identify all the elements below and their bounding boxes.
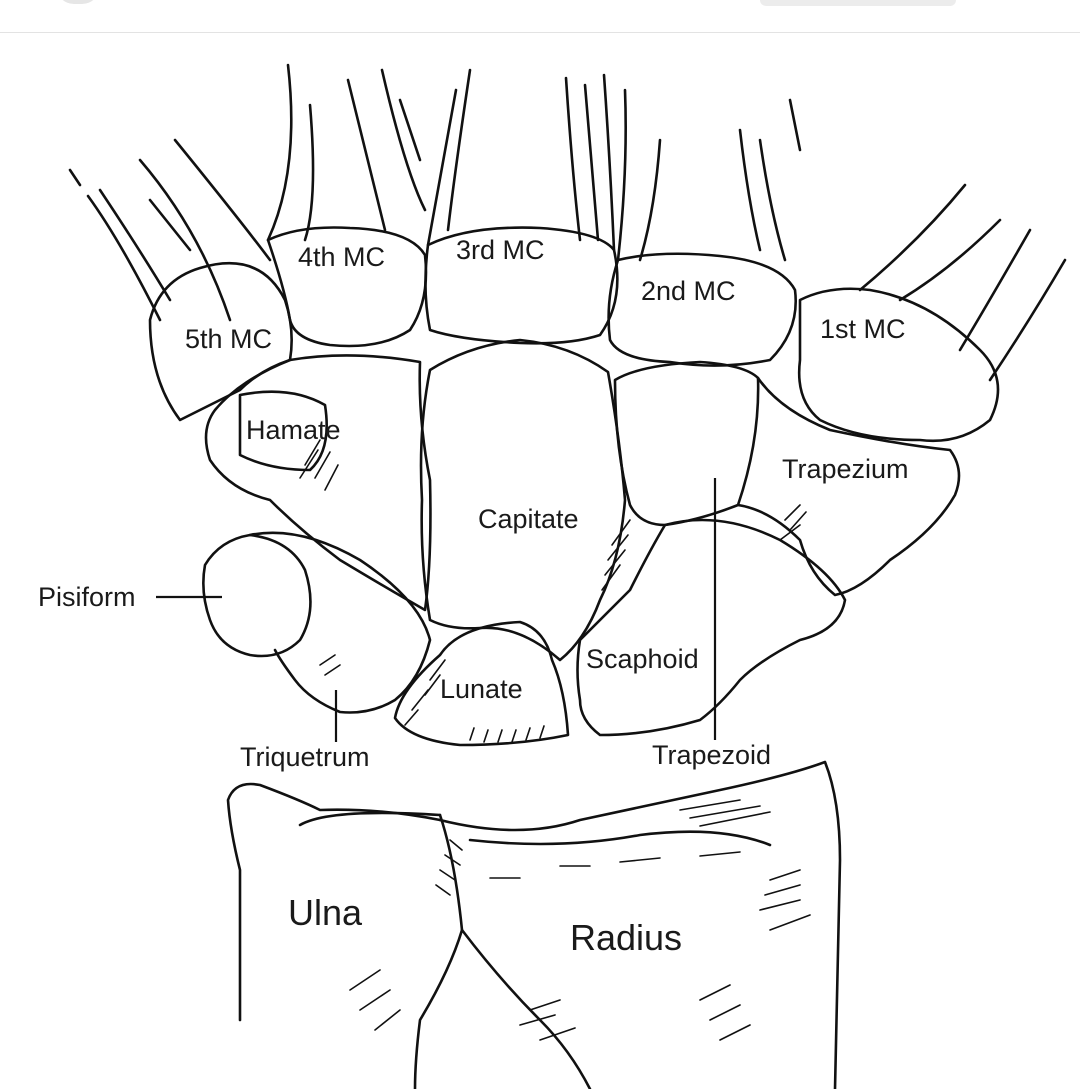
app-top-bar — [0, 0, 1080, 33]
label-radius: Radius — [570, 917, 682, 958]
label-5th-mc: 5th MC — [185, 324, 272, 354]
label-trapezium: Trapezium — [782, 454, 909, 484]
label-hamate: Hamate — [246, 415, 341, 445]
bone-labels: 4th MC 3rd MC 2nd MC 5th MC 1st MC Hamat… — [38, 235, 909, 958]
label-capitate: Capitate — [478, 504, 579, 534]
label-pisiform: Pisiform — [38, 582, 136, 612]
label-ulna: Ulna — [288, 892, 363, 933]
label-triquetrum: Triquetrum — [240, 742, 370, 772]
forearm-bones — [226, 760, 842, 1089]
label-trapezoid: Trapezoid — [652, 740, 771, 770]
label-2nd-mc: 2nd MC — [641, 276, 736, 306]
label-lunate: Lunate — [440, 674, 523, 704]
shading-strokes — [299, 439, 811, 1041]
leader-lines — [156, 478, 717, 742]
avatar-placeholder[interactable] — [56, 0, 100, 4]
label-4th-mc: 4th MC — [298, 242, 385, 272]
metacarpal-bases — [148, 226, 1000, 443]
top-bar-pill-button[interactable] — [760, 0, 956, 6]
wrist-bones-diagram: 4th MC 3rd MC 2nd MC 5th MC 1st MC Hamat… — [38, 63, 1067, 1089]
carpal-bones — [202, 338, 961, 747]
label-1st-mc: 1st MC — [820, 314, 906, 344]
label-3rd-mc: 3rd MC — [456, 235, 545, 265]
label-scaphoid: Scaphoid — [586, 644, 699, 674]
metacarpal-shafts — [68, 63, 1067, 382]
